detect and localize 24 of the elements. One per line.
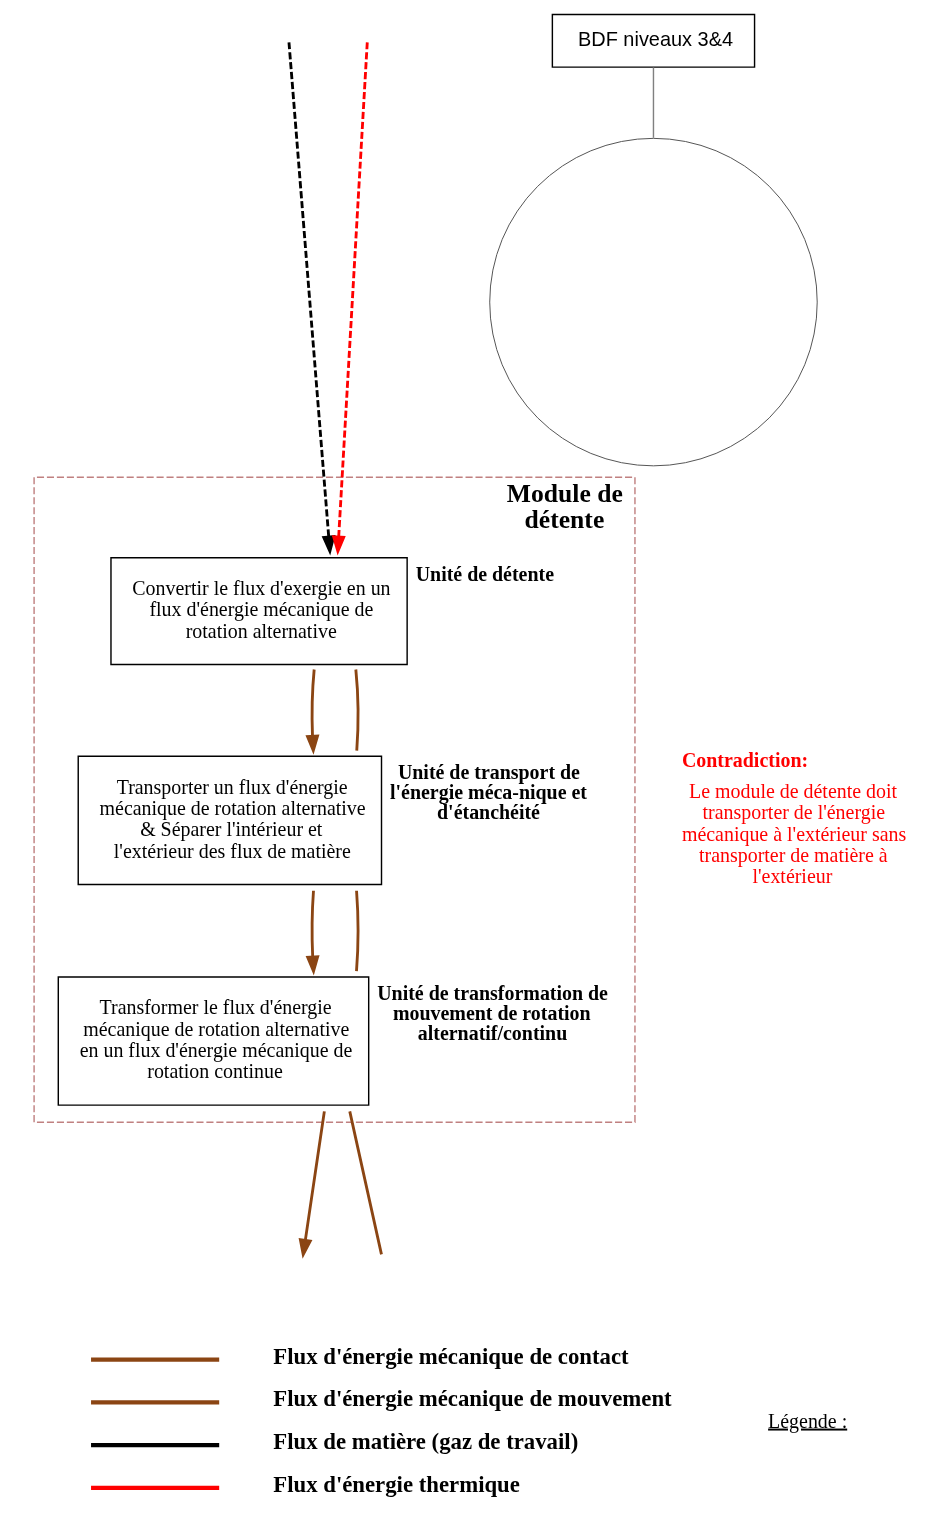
arrow bbox=[305, 669, 320, 755]
connector bbox=[652, 66, 655, 139]
node-box: Transporter un flux d'énergie mécanique de rotation alternative & Séparer l'intérieur et l'extérieur des flux de matière bbox=[77, 755, 383, 886]
arrow bbox=[287, 42, 336, 556]
legend-label: Flux d'énergie mécanique de mouvement bbox=[273, 1386, 672, 1412]
connector bbox=[354, 669, 360, 751]
label: Le module de détente doit transporter de l'énergie mécanique à l'extérieur sans transporter de matière à l'extérieur bbox=[681, 779, 907, 888]
node-box: Convertir le flux d'exergie en un flux d'énergie mécanique de rotation alternative bbox=[110, 556, 408, 666]
legend-label: Flux d'énergie mécanique de contact bbox=[273, 1343, 629, 1369]
node-label: Unité de transformation de mouvement de rotation alternatif/continu bbox=[377, 982, 608, 1044]
node-label: Unité de détente bbox=[415, 562, 555, 585]
label: Contradiction: bbox=[681, 748, 809, 771]
connector bbox=[348, 1111, 383, 1255]
legend-label: Flux de matière (gaz de travail) bbox=[273, 1429, 579, 1455]
node-circle bbox=[489, 137, 818, 467]
arrow bbox=[298, 1111, 326, 1259]
arrow bbox=[331, 42, 369, 556]
arrow bbox=[305, 890, 320, 976]
connector bbox=[355, 890, 360, 972]
node-box: BDF niveaux 3&4 bbox=[551, 13, 756, 68]
label: Légende : bbox=[768, 1409, 848, 1432]
node-label: Unité de transport de l'énergie méca-nique et d'étanchéité bbox=[390, 761, 587, 824]
legend-label: Flux d'énergie thermique bbox=[273, 1471, 520, 1497]
node-box: Transformer le flux d'énergie mécanique de rotation alternative en un flux d'énergie mécanique de rotation continue bbox=[57, 976, 370, 1106]
